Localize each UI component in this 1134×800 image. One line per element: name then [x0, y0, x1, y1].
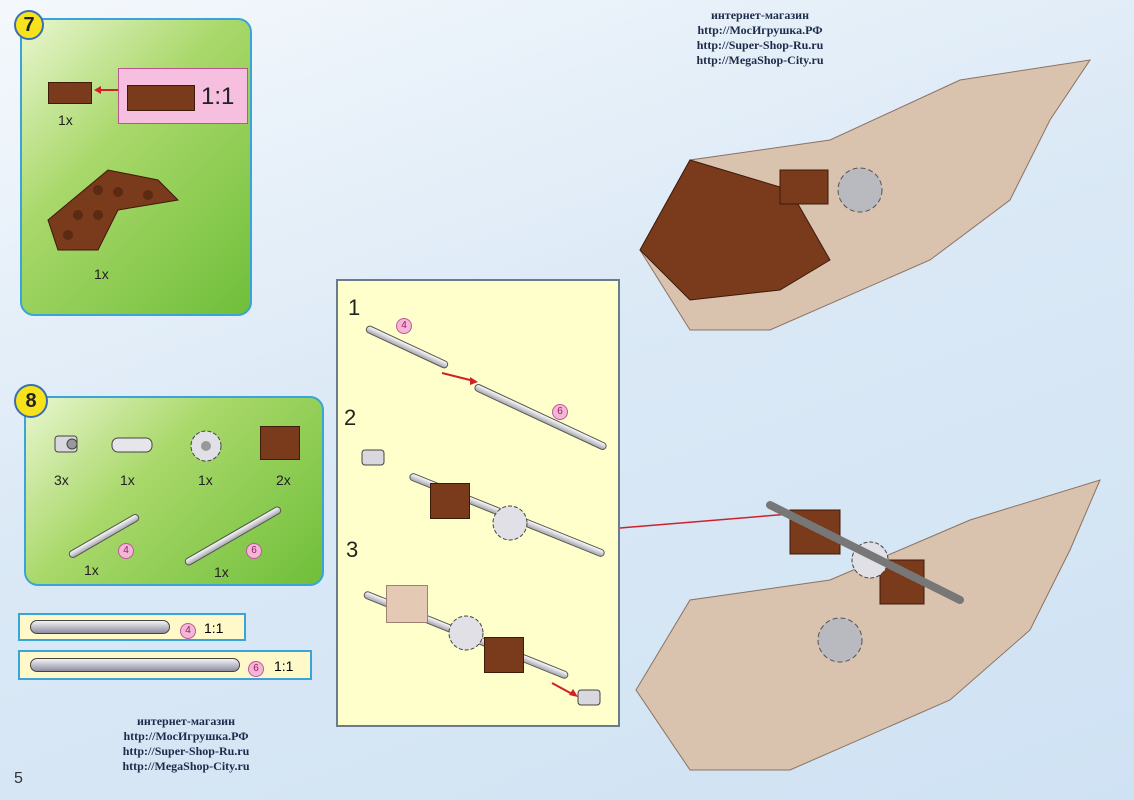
scale-bar-4: 4 1:1 [18, 613, 246, 641]
step-7-panel: 1:1 1x 1x [20, 18, 252, 316]
scale-box: 1:1 [118, 68, 248, 124]
gear-icon [190, 430, 222, 462]
badge-4: 4 [118, 540, 134, 559]
badge-6: 6 [552, 401, 568, 420]
shop-link-3[interactable]: http://MegaShop-City.ru [122, 759, 250, 773]
scale-label: 1:1 [201, 83, 235, 110]
gear-icon [448, 615, 484, 651]
step-8-number: 8 [14, 384, 48, 418]
substep-number: 2 [344, 405, 357, 430]
ship-hull-bottom-illustration [635, 479, 1101, 771]
badge-6: 6 [248, 658, 264, 677]
axle-6-with-connector-icon [473, 382, 608, 452]
shop-info-bottom: интернет-магазин http://МосИгрушка.РФ ht… [96, 714, 276, 774]
qty-label: 3x [54, 472, 69, 488]
substep-number: 3 [346, 537, 359, 562]
axle-4-actual-size [30, 620, 170, 634]
badge-6: 6 [246, 540, 262, 559]
scale-bar-6: 6 1:1 [18, 650, 312, 680]
bush-icon [577, 689, 601, 706]
shop-link-1[interactable]: http://МосИгрушка.РФ [697, 23, 823, 37]
shop-link-1[interactable]: http://МосИгрушка.РФ [123, 729, 249, 743]
qty-label: 1x [84, 562, 99, 578]
qty-label: 1x [198, 472, 213, 488]
qty-label: 1x [214, 564, 229, 580]
subassembly-box: 1 4 6 2 3 [336, 279, 620, 727]
red-arrow-icon [441, 372, 478, 385]
qty-label: 1x [94, 266, 109, 282]
bush-icon [54, 435, 78, 453]
shop-info-top: интернет-магазин http://МосИгрушка.РФ ht… [660, 8, 860, 68]
brick-1x2-scale-icon [127, 85, 195, 111]
step-7-number: 7 [14, 10, 44, 40]
brick-1x2-icon [48, 82, 92, 104]
shop-title: интернет-магазин [136, 714, 236, 728]
red-arrow-icon [94, 86, 118, 94]
ship-hull-top-illustration [639, 59, 1092, 331]
substep-number: 1 [348, 295, 361, 320]
shop-link-3[interactable]: http://MegaShop-City.ru [696, 53, 824, 67]
scale-label: 1:1 [204, 620, 224, 636]
technic-brick-icon [484, 637, 524, 673]
shop-title: интернет-магазин [710, 8, 810, 22]
badge-4: 4 [180, 620, 196, 639]
shop-link-2[interactable]: http://Super-Shop-Ru.ru [122, 744, 250, 758]
gear-icon [492, 505, 528, 541]
red-arrow-icon [551, 682, 578, 697]
shop-link-2[interactable]: http://Super-Shop-Ru.ru [696, 38, 824, 52]
axle-6-actual-size [30, 658, 240, 672]
technic-brick-icon [430, 483, 470, 519]
qty-label: 2x [276, 472, 291, 488]
badge-4: 4 [396, 315, 412, 334]
axle-connector-icon [111, 437, 153, 453]
page-number: 5 [14, 770, 23, 787]
qty-label: 1x [120, 472, 135, 488]
technic-brick-icon [260, 426, 300, 460]
axle-6-icon [183, 505, 283, 567]
bush-icon [361, 449, 385, 466]
step-8-panel: 3x 1x 1x 2x 4 1x 6 1x [24, 396, 324, 586]
scale-label: 1:1 [274, 658, 294, 674]
brown-wedge-plate-icon [47, 169, 180, 251]
qty-label: 1x [58, 112, 73, 128]
ghost-brick-icon [386, 585, 428, 623]
